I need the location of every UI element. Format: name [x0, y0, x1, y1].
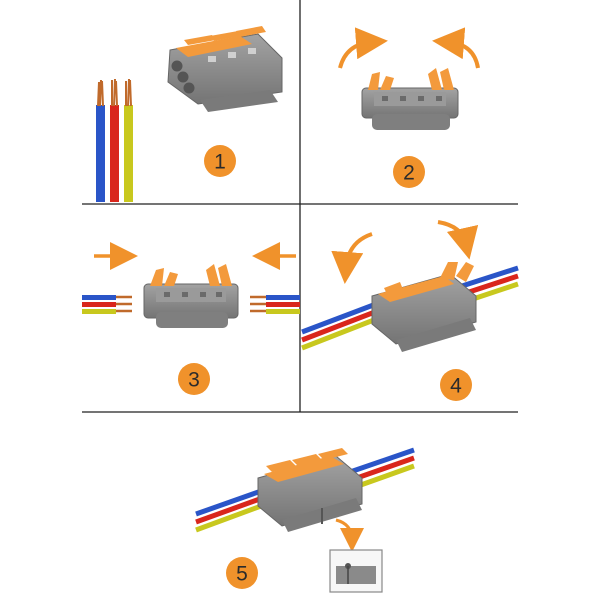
- step-5-panel: 5: [195, 447, 415, 593]
- connector-closed: [167, 26, 283, 112]
- levers: [378, 262, 474, 302]
- connector-levers-closing: [371, 262, 477, 352]
- step-badge: [178, 363, 210, 395]
- wires-left-unconnected: [82, 295, 132, 314]
- step-4-badge: 4: [440, 369, 472, 401]
- step-5-badge: 5: [226, 557, 258, 589]
- close-lever-arrows: [331, 220, 479, 284]
- levers-closed: [176, 26, 266, 57]
- step-badge: [204, 145, 236, 177]
- copper-strands: [97, 78, 132, 107]
- wires-right-unconnected: [250, 295, 300, 314]
- step-badge: [393, 156, 425, 188]
- wire-entry-holes: [171, 60, 195, 94]
- open-levers-arrows: [338, 27, 480, 69]
- step-5-number: 5: [236, 563, 248, 586]
- mount-detail-arrow: [335, 518, 364, 552]
- connector-levers-open: [361, 68, 459, 130]
- connector-levers-open: [143, 264, 239, 328]
- mount-detail-inset: [329, 549, 383, 593]
- step-4-panel: 4: [301, 220, 519, 401]
- step-3-badge: 3: [178, 363, 210, 395]
- arrow-curved-down-right: [437, 220, 479, 260]
- step-1-number: 1: [214, 151, 226, 174]
- step-badge: [440, 369, 472, 401]
- connector-closed-mounted: [257, 448, 363, 532]
- arrow-curved-left: [338, 27, 388, 69]
- arrow-curved-down-left: [331, 232, 373, 284]
- loose-wires: [96, 78, 133, 202]
- panel-dividers: [82, 0, 518, 413]
- wires-connected-left: [301, 301, 385, 351]
- wire-blue: [96, 105, 105, 202]
- step-1-panel: 1: [96, 26, 283, 202]
- lever-windows: [208, 48, 256, 62]
- step-3-number: 3: [188, 369, 200, 392]
- step-3-panel: 3: [82, 242, 300, 395]
- levers-raised: [150, 264, 232, 286]
- step-2-number: 2: [403, 162, 415, 185]
- wires-connected-right: [349, 447, 415, 489]
- step-badge: [226, 557, 258, 589]
- step-2-badge: 2: [393, 156, 425, 188]
- step-1-badge: 1: [204, 145, 236, 177]
- wires-connected-right: [461, 265, 519, 303]
- step-2-panel: 2: [338, 27, 480, 188]
- wire-yellow: [124, 105, 133, 202]
- arrow-curved-right: [432, 27, 480, 69]
- levers-closed: [264, 448, 348, 482]
- wire-red: [110, 105, 119, 202]
- levers-raised: [368, 68, 454, 90]
- step-4-number: 4: [450, 375, 462, 398]
